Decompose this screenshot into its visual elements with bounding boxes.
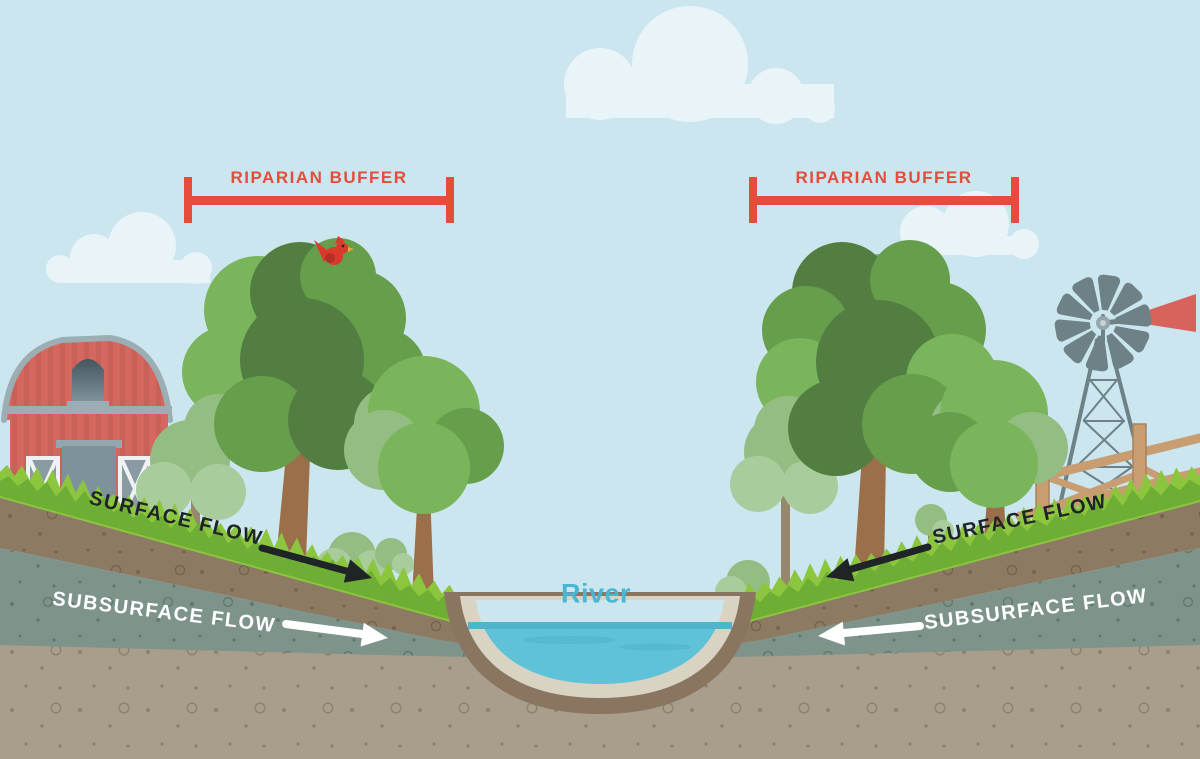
barn-window-sill bbox=[67, 401, 109, 407]
barn-trim bbox=[4, 406, 172, 414]
barn-door-rail bbox=[56, 440, 122, 448]
tree-large-left bbox=[182, 238, 430, 560]
cloud-center bbox=[564, 6, 835, 124]
cloud-left bbox=[46, 212, 212, 284]
river-basin bbox=[444, 592, 756, 714]
soil-top-layer bbox=[0, 490, 1200, 664]
windmill-tail-vane bbox=[1143, 294, 1196, 332]
riparian-buffer-bracket-left bbox=[184, 177, 454, 223]
tree-cluster-right bbox=[715, 240, 1068, 608]
surface-flow-arrow-left bbox=[258, 544, 372, 583]
subsurface-flow-arrow-left bbox=[282, 620, 388, 647]
tree-medium-left bbox=[344, 356, 504, 596]
soil-subsurface-layer bbox=[0, 548, 1200, 664]
riparian-buffer-bracket-right bbox=[749, 177, 1019, 223]
windmill-hub-center bbox=[1100, 320, 1106, 326]
grass-left-tufts bbox=[0, 476, 458, 622]
surface-flow-arrow-right bbox=[826, 543, 932, 582]
cardinal-bird-icon bbox=[314, 236, 354, 265]
subsurface-flow-arrow-right bbox=[818, 621, 924, 646]
grass-right-tufts bbox=[742, 479, 1200, 622]
riparian-buffer-label-left: RIPARIAN BUFFER bbox=[230, 168, 408, 187]
river-label: River bbox=[560, 578, 632, 609]
river-water bbox=[468, 622, 732, 684]
tree-medium-right bbox=[910, 360, 1068, 538]
windmill-blades bbox=[1054, 274, 1152, 372]
barn-roof-edge bbox=[1, 334, 173, 423]
riparian-buffer-label-right: RIPARIAN BUFFER bbox=[795, 168, 973, 187]
cloud-right bbox=[900, 191, 1039, 259]
barn-window bbox=[72, 359, 104, 404]
